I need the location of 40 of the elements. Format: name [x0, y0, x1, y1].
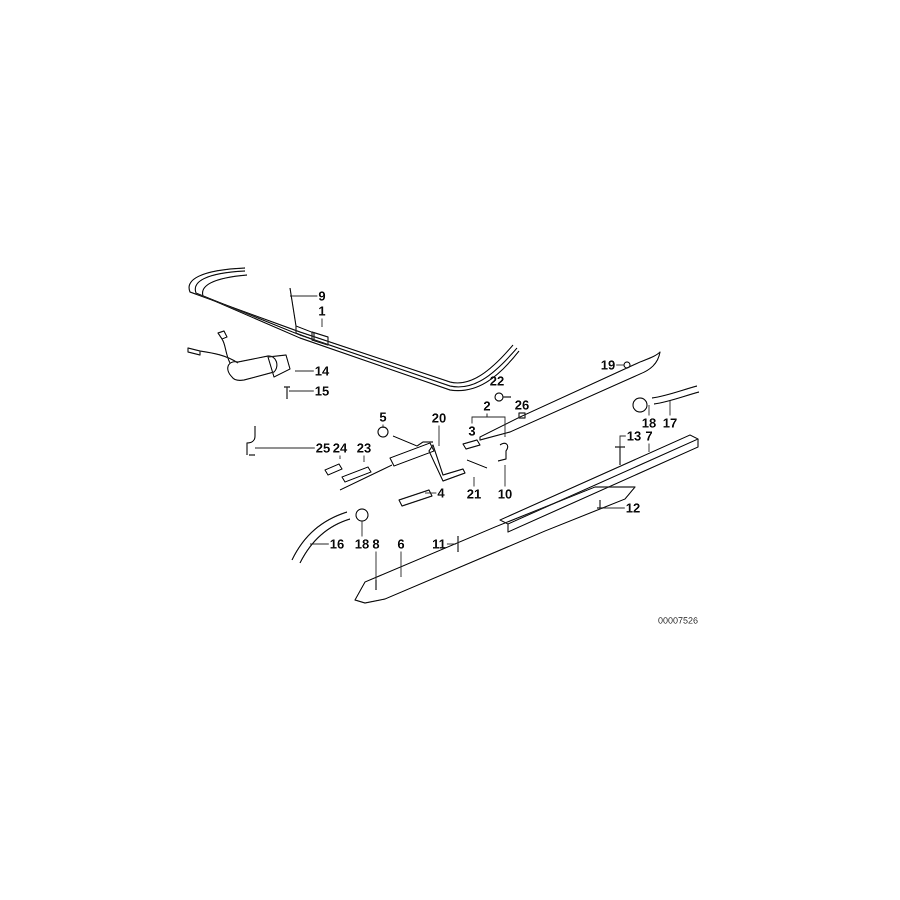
callout-number: 6: [397, 538, 405, 550]
callout-number: 18: [354, 538, 370, 550]
drawing-number: 00007526: [658, 616, 698, 626]
callout-number: 18: [642, 416, 656, 430]
leader-line: [438, 425, 440, 446]
callout-number: 17: [662, 416, 678, 430]
callout-number: 16: [330, 538, 344, 550]
leader-line: [382, 424, 384, 428]
leader-line: [486, 413, 506, 438]
callout-number: 11: [432, 538, 446, 550]
callout-number: 19: [600, 358, 616, 372]
callout-number: 12: [626, 502, 640, 514]
callout-number: 24: [332, 442, 348, 454]
callout-number: 9: [318, 290, 326, 302]
callout-number: 23: [356, 442, 372, 454]
callout-number: 7: [645, 430, 653, 442]
callout-number: 3: [468, 424, 476, 438]
leader-line: [648, 404, 650, 416]
callout-number: 10: [498, 488, 512, 500]
callout-number: 15: [314, 384, 330, 398]
leader-line: [620, 436, 626, 448]
callout-number: 21: [466, 488, 482, 500]
leader-line: [648, 443, 650, 452]
callout-number: 26: [514, 398, 530, 412]
leader-line: [288, 390, 314, 392]
callout-number: 25: [316, 442, 330, 454]
leader-line: [616, 364, 624, 366]
callout-number: 20: [432, 412, 446, 424]
callout-number: 14: [314, 364, 330, 378]
leader-line: [400, 551, 402, 578]
callout-number: 1: [318, 304, 326, 318]
callout-number: 5: [379, 410, 387, 424]
leader-line: [504, 464, 506, 487]
callout-number: 8: [372, 538, 380, 550]
leader-line: [294, 370, 314, 372]
callout-number: 22: [490, 374, 504, 388]
callout-number: 2: [483, 400, 491, 412]
callout-number: 4: [437, 486, 445, 500]
callout-number: 13: [626, 430, 642, 442]
leader-line: [424, 492, 437, 494]
